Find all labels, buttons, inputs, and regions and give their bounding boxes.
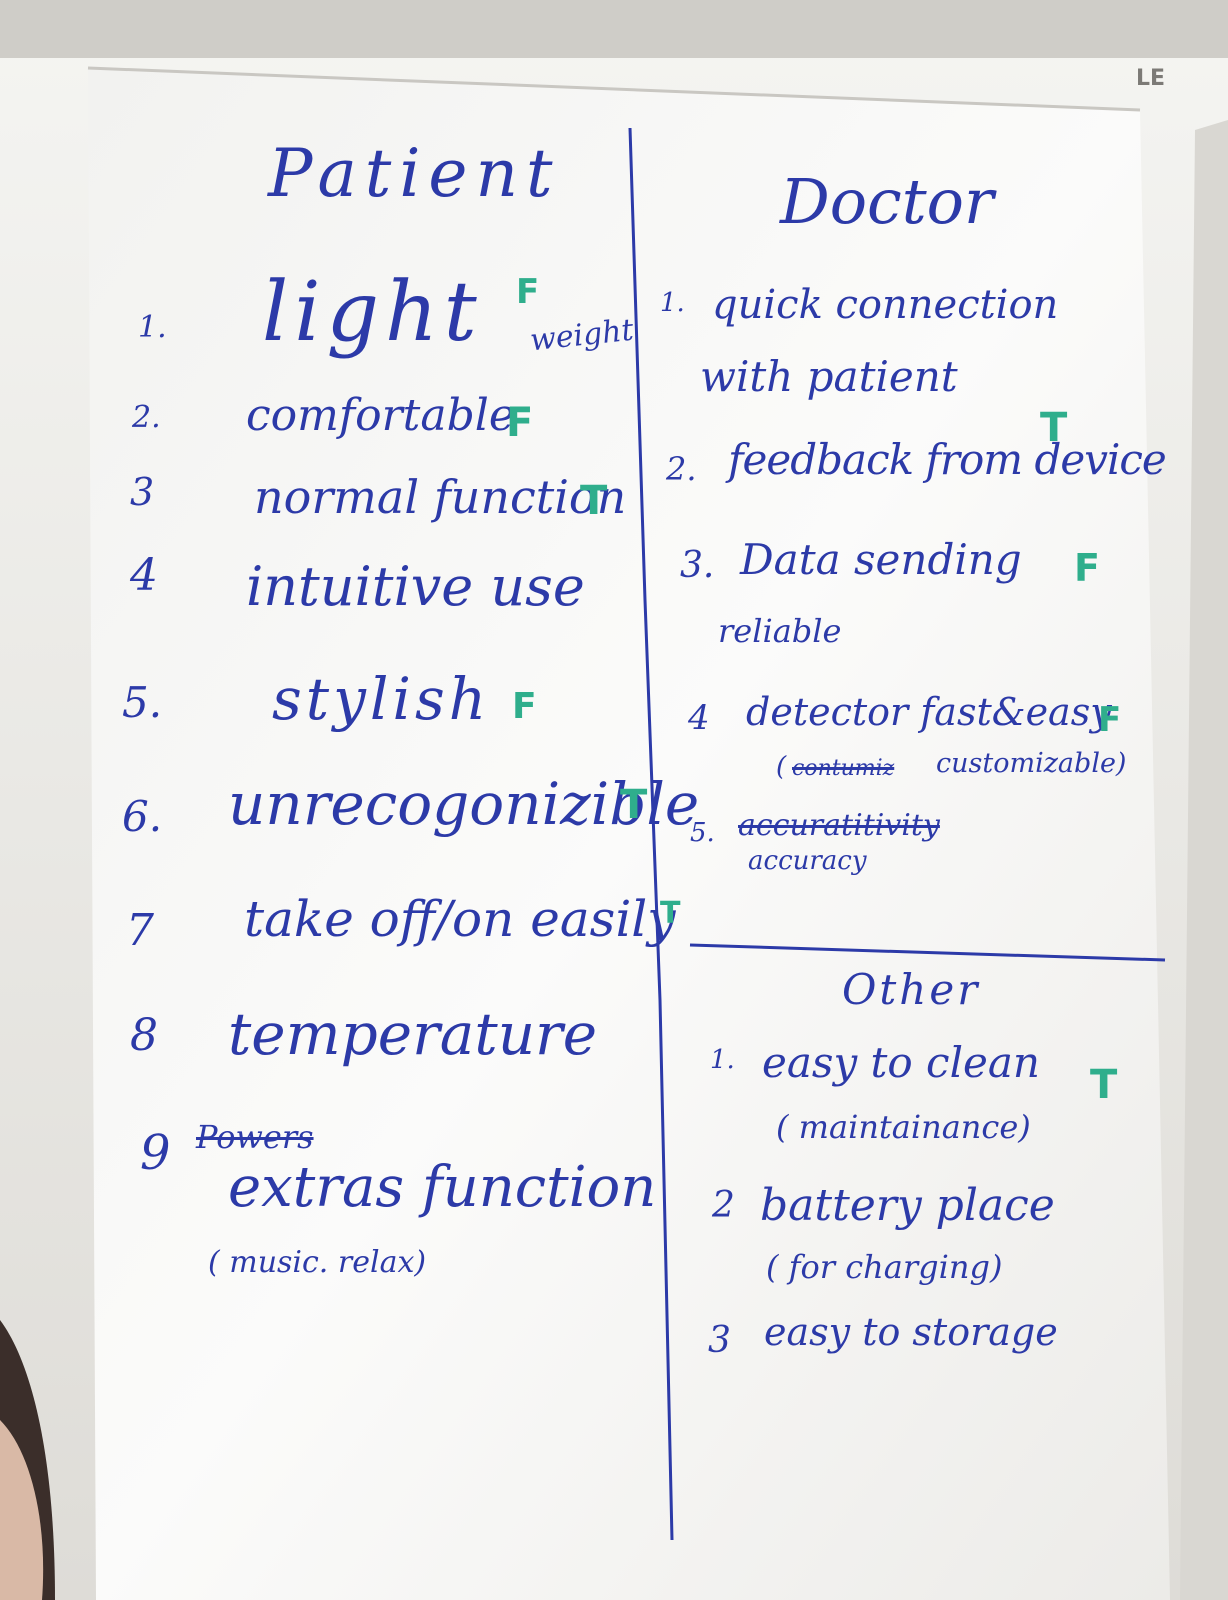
doctor-item-5-struck: accuratitivity bbox=[738, 808, 940, 843]
patient-num-2: 2. bbox=[132, 400, 161, 435]
doctor-item-4-sub: customizable) bbox=[936, 748, 1127, 779]
board-top-rail bbox=[0, 0, 1228, 58]
doctor-item-4-open: ( bbox=[776, 752, 787, 782]
face-edge bbox=[0, 1420, 44, 1600]
doctor-item-3-sub: reliable bbox=[718, 612, 842, 650]
doctor-item-2: feedback from device bbox=[728, 435, 1167, 484]
patient-mark-3: T bbox=[580, 478, 608, 524]
other-item-1-sub: ( maintainance) bbox=[776, 1108, 1031, 1146]
patient-num-8: 8 bbox=[130, 1010, 158, 1061]
other-item-3: easy to storage bbox=[764, 1310, 1058, 1354]
patient-item-8: temperature bbox=[228, 1000, 598, 1068]
doctor-item-3: Data sending bbox=[740, 535, 1022, 584]
doctor-item-4: detector fast&easy bbox=[746, 690, 1112, 734]
patient-num-4: 4 bbox=[130, 550, 158, 601]
patient-item-5: stylish bbox=[272, 665, 491, 733]
column-divider bbox=[628, 127, 674, 1541]
patient-item-4: intuitive use bbox=[246, 555, 585, 618]
board-brand: LE bbox=[1136, 66, 1166, 91]
patient-item-9-line2: ( music. relax) bbox=[208, 1245, 427, 1280]
flipchart-paper bbox=[88, 68, 1170, 1600]
doctor-mark-4: F bbox=[1098, 700, 1122, 740]
doctor-num-2: 2. bbox=[666, 450, 697, 488]
other-item-2-sub: ( for charging) bbox=[766, 1248, 1003, 1286]
doctor-num-5: 5. bbox=[690, 818, 715, 848]
patient-num-6: 6. bbox=[122, 792, 163, 841]
other-mark-1: T bbox=[1090, 1062, 1118, 1108]
patient-item-3: normal function bbox=[254, 470, 627, 524]
doctor-item-1: quick connection bbox=[712, 282, 1059, 328]
patient-item-9-struck: Powers bbox=[196, 1118, 314, 1156]
patient-num-1: 1. bbox=[138, 310, 167, 345]
doctor-mark-2: T bbox=[1040, 405, 1068, 451]
other-num-3: 3 bbox=[708, 1320, 731, 1361]
doctor-mark-3: F bbox=[1074, 546, 1100, 590]
other-num-2: 2 bbox=[712, 1185, 735, 1226]
patient-num-7: 7 bbox=[126, 905, 154, 956]
doctor-num-4: 4 bbox=[688, 698, 710, 738]
patient-item-6: unrecogonizible bbox=[228, 770, 700, 838]
other-num-1: 1. bbox=[710, 1045, 735, 1075]
doctor-num-1: 1. bbox=[660, 288, 685, 318]
patient-item-9-line1: extras function bbox=[228, 1155, 657, 1220]
other-item-1: easy to clean bbox=[762, 1038, 1040, 1087]
patient-item-7: take off/on easily bbox=[244, 890, 676, 948]
patient-mark-6: T bbox=[620, 782, 648, 828]
section-divider bbox=[689, 943, 1166, 962]
other-heading: Other bbox=[842, 965, 981, 1014]
patient-heading: Patient bbox=[268, 135, 561, 212]
doctor-num-3: 3. bbox=[680, 545, 715, 586]
patient-mark-7: T bbox=[660, 896, 681, 931]
patient-num-9: 9 bbox=[140, 1125, 171, 1181]
doctor-item-1-sub: with patient bbox=[700, 352, 958, 401]
other-item-2: battery place bbox=[760, 1180, 1055, 1231]
patient-item-2: comfortable bbox=[246, 390, 515, 441]
patient-mark-5: F bbox=[512, 686, 537, 727]
patient-num-5: 5. bbox=[122, 678, 163, 727]
doctor-heading: Doctor bbox=[780, 165, 994, 238]
doctor-item-4-struck: contumiz bbox=[792, 756, 895, 781]
patient-mark-2: F bbox=[506, 400, 534, 446]
patient-item-1: light bbox=[262, 265, 483, 360]
patient-mark-1: F bbox=[516, 272, 540, 312]
patient-num-3: 3 bbox=[130, 470, 155, 514]
doctor-item-5-sub: accuracy bbox=[748, 846, 867, 876]
